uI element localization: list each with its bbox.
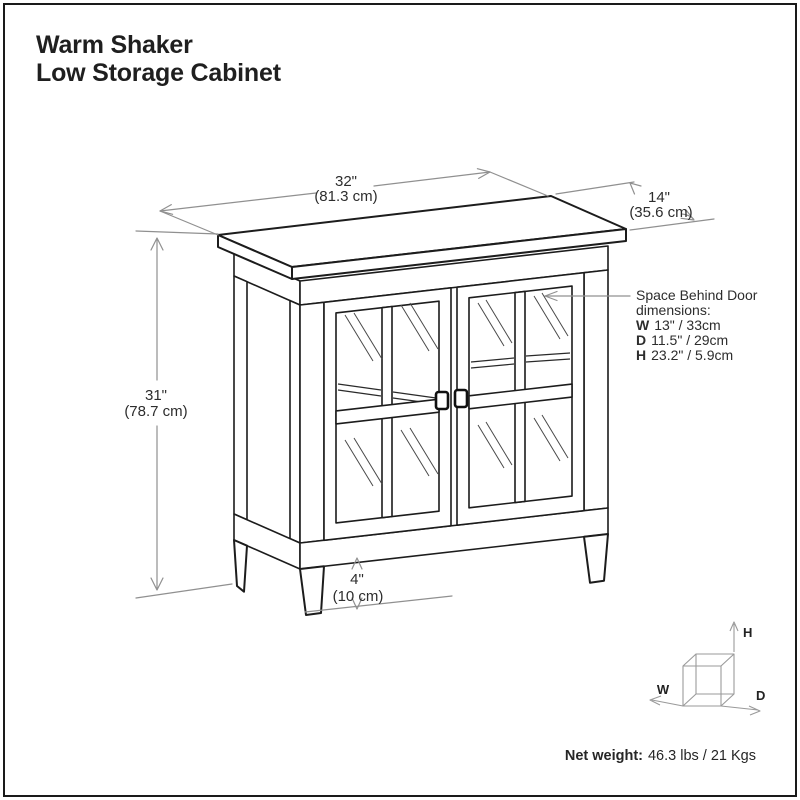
callout-h-value: 23.2" / 5.9cm — [651, 347, 733, 363]
interior-shelf-right — [470, 352, 571, 369]
side-back-stile — [233, 275, 248, 521]
callout-arrow — [544, 290, 558, 302]
callout-h-label: H — [636, 347, 646, 363]
callout-w-value: 13" / 33cm — [654, 317, 720, 333]
right-door — [456, 271, 585, 526]
glass-reflection-left — [344, 302, 439, 487]
left-door — [323, 287, 452, 542]
width-arrow-right — [476, 168, 491, 179]
depth-arrow-top — [629, 182, 642, 195]
callout-heading1: Space Behind Door — [636, 287, 758, 303]
floor-reference-line — [304, 595, 453, 613]
cube-h-label: H — [743, 625, 752, 640]
height-inches: 31" — [145, 387, 167, 404]
width-inches: 32" — [335, 173, 357, 190]
width-arrow-left — [159, 204, 174, 215]
glass-reflection-right — [477, 292, 569, 469]
top-edge-left — [217, 234, 293, 280]
callout-d-value: 11.5" / 29cm — [651, 332, 728, 348]
width-dim-lines — [159, 171, 549, 236]
dimension-width: 32" (81.3 cm) — [159, 168, 549, 236]
dimension-height: 31" (78.7 cm) — [124, 230, 233, 599]
dimension-depth: 14" (35.6 cm) — [555, 181, 715, 231]
page-title-line2: Low Storage Cabinet — [36, 59, 282, 87]
right-door-handle — [453, 388, 469, 409]
net-weight: Net weight: 46.3 lbs / 21 Kgs — [565, 748, 756, 764]
depth-cm: (35.6 cm) — [629, 204, 692, 221]
net-weight-label: Net weight: — [565, 748, 643, 764]
depth-arrow-bottom — [680, 209, 695, 221]
cube-d-axis — [720, 705, 759, 711]
callout-d-label: D — [636, 332, 646, 348]
dimension-leg-clearance: 4" (10 cm) — [304, 557, 453, 613]
right-door-middle-rail — [468, 383, 573, 410]
callout-d-row: D 11.5" / 29cm — [636, 332, 728, 348]
front-left-leg — [299, 565, 325, 616]
cabinet-drawing — [217, 195, 627, 616]
interior-shelf-left — [337, 383, 437, 405]
left-door-middle-rail — [335, 398, 440, 425]
clearance-arrow-up — [351, 557, 363, 570]
cube-d-label: D — [756, 688, 765, 703]
depth-inches: 14" — [648, 189, 670, 206]
callout-h-row: H 23.2" / 5.9cm — [636, 347, 733, 363]
front-right-leg — [583, 533, 609, 584]
clearance-inches: 4" — [350, 571, 364, 588]
cube-w-arrow — [649, 695, 662, 706]
callout-heading2: dimensions: — [636, 302, 711, 318]
height-arrow-top — [150, 237, 164, 251]
callout-w-label: W — [636, 317, 650, 333]
left-door-handle — [434, 390, 450, 411]
cube-d-arrow — [748, 705, 761, 716]
back-left-leg — [233, 539, 248, 593]
side-front-stile — [289, 299, 301, 544]
front-left-stile — [299, 301, 325, 544]
cube-connectors — [682, 653, 735, 707]
net-weight-value: 46.3 lbs / 21 Kgs — [648, 748, 756, 764]
width-cm: (81.3 cm) — [314, 188, 377, 205]
page-border — [3, 3, 797, 797]
height-arrow-bottom — [150, 577, 164, 591]
orientation-cube-icon: H W D — [649, 621, 765, 716]
height-cm: (78.7 cm) — [124, 403, 187, 420]
clearance-cm: (10 cm) — [333, 588, 384, 605]
cube-w-label: W — [657, 682, 670, 697]
page-title-line1: Warm Shaker — [36, 31, 193, 59]
cube-w-axis — [651, 699, 684, 707]
cube-h-arrow — [729, 621, 739, 632]
height-dim-lines — [135, 230, 233, 599]
clearance-arrow-down — [351, 597, 363, 610]
front-right-stile — [583, 269, 609, 512]
